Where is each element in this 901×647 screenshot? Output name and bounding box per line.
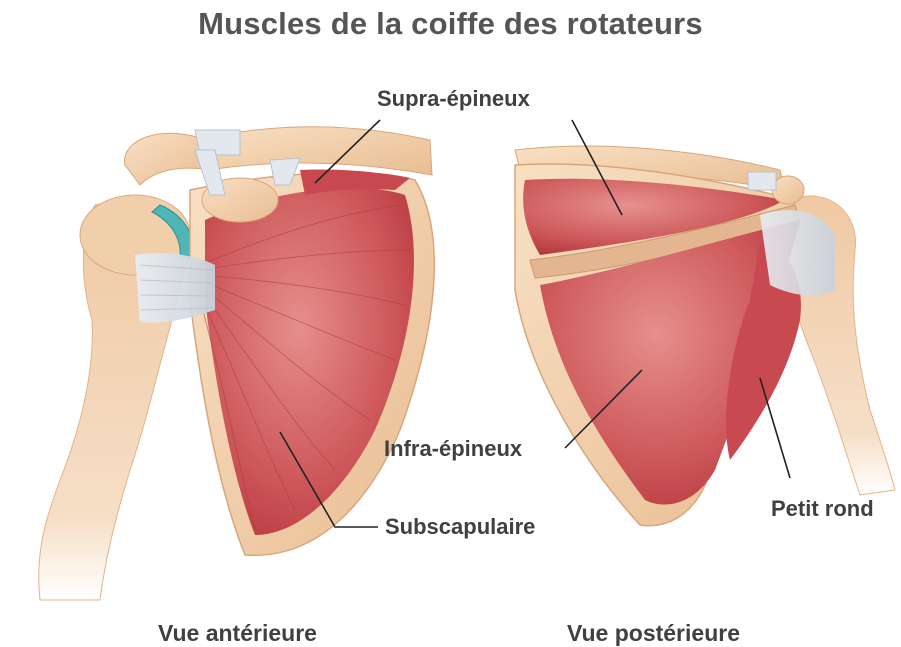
anterior-view	[39, 127, 435, 600]
label-infra-epineux: Infra-épineux	[384, 436, 522, 462]
label-subscapulaire: Subscapulaire	[385, 514, 535, 540]
caption-posterior: Vue postérieure	[567, 620, 740, 647]
leader-petit-rond	[760, 378, 790, 478]
posterior-tendons	[760, 210, 835, 295]
posterior-view	[515, 146, 895, 526]
label-petit-rond: Petit rond	[771, 496, 874, 522]
subscapularis-tendon	[135, 253, 215, 323]
diagram-title: Muscles de la coiffe des rotateurs	[0, 6, 901, 42]
label-supra-epineux: Supra-épineux	[377, 86, 530, 112]
acromion-right	[772, 176, 804, 204]
caption-anterior: Vue antérieure	[158, 620, 317, 647]
ac-ligament	[748, 172, 776, 190]
